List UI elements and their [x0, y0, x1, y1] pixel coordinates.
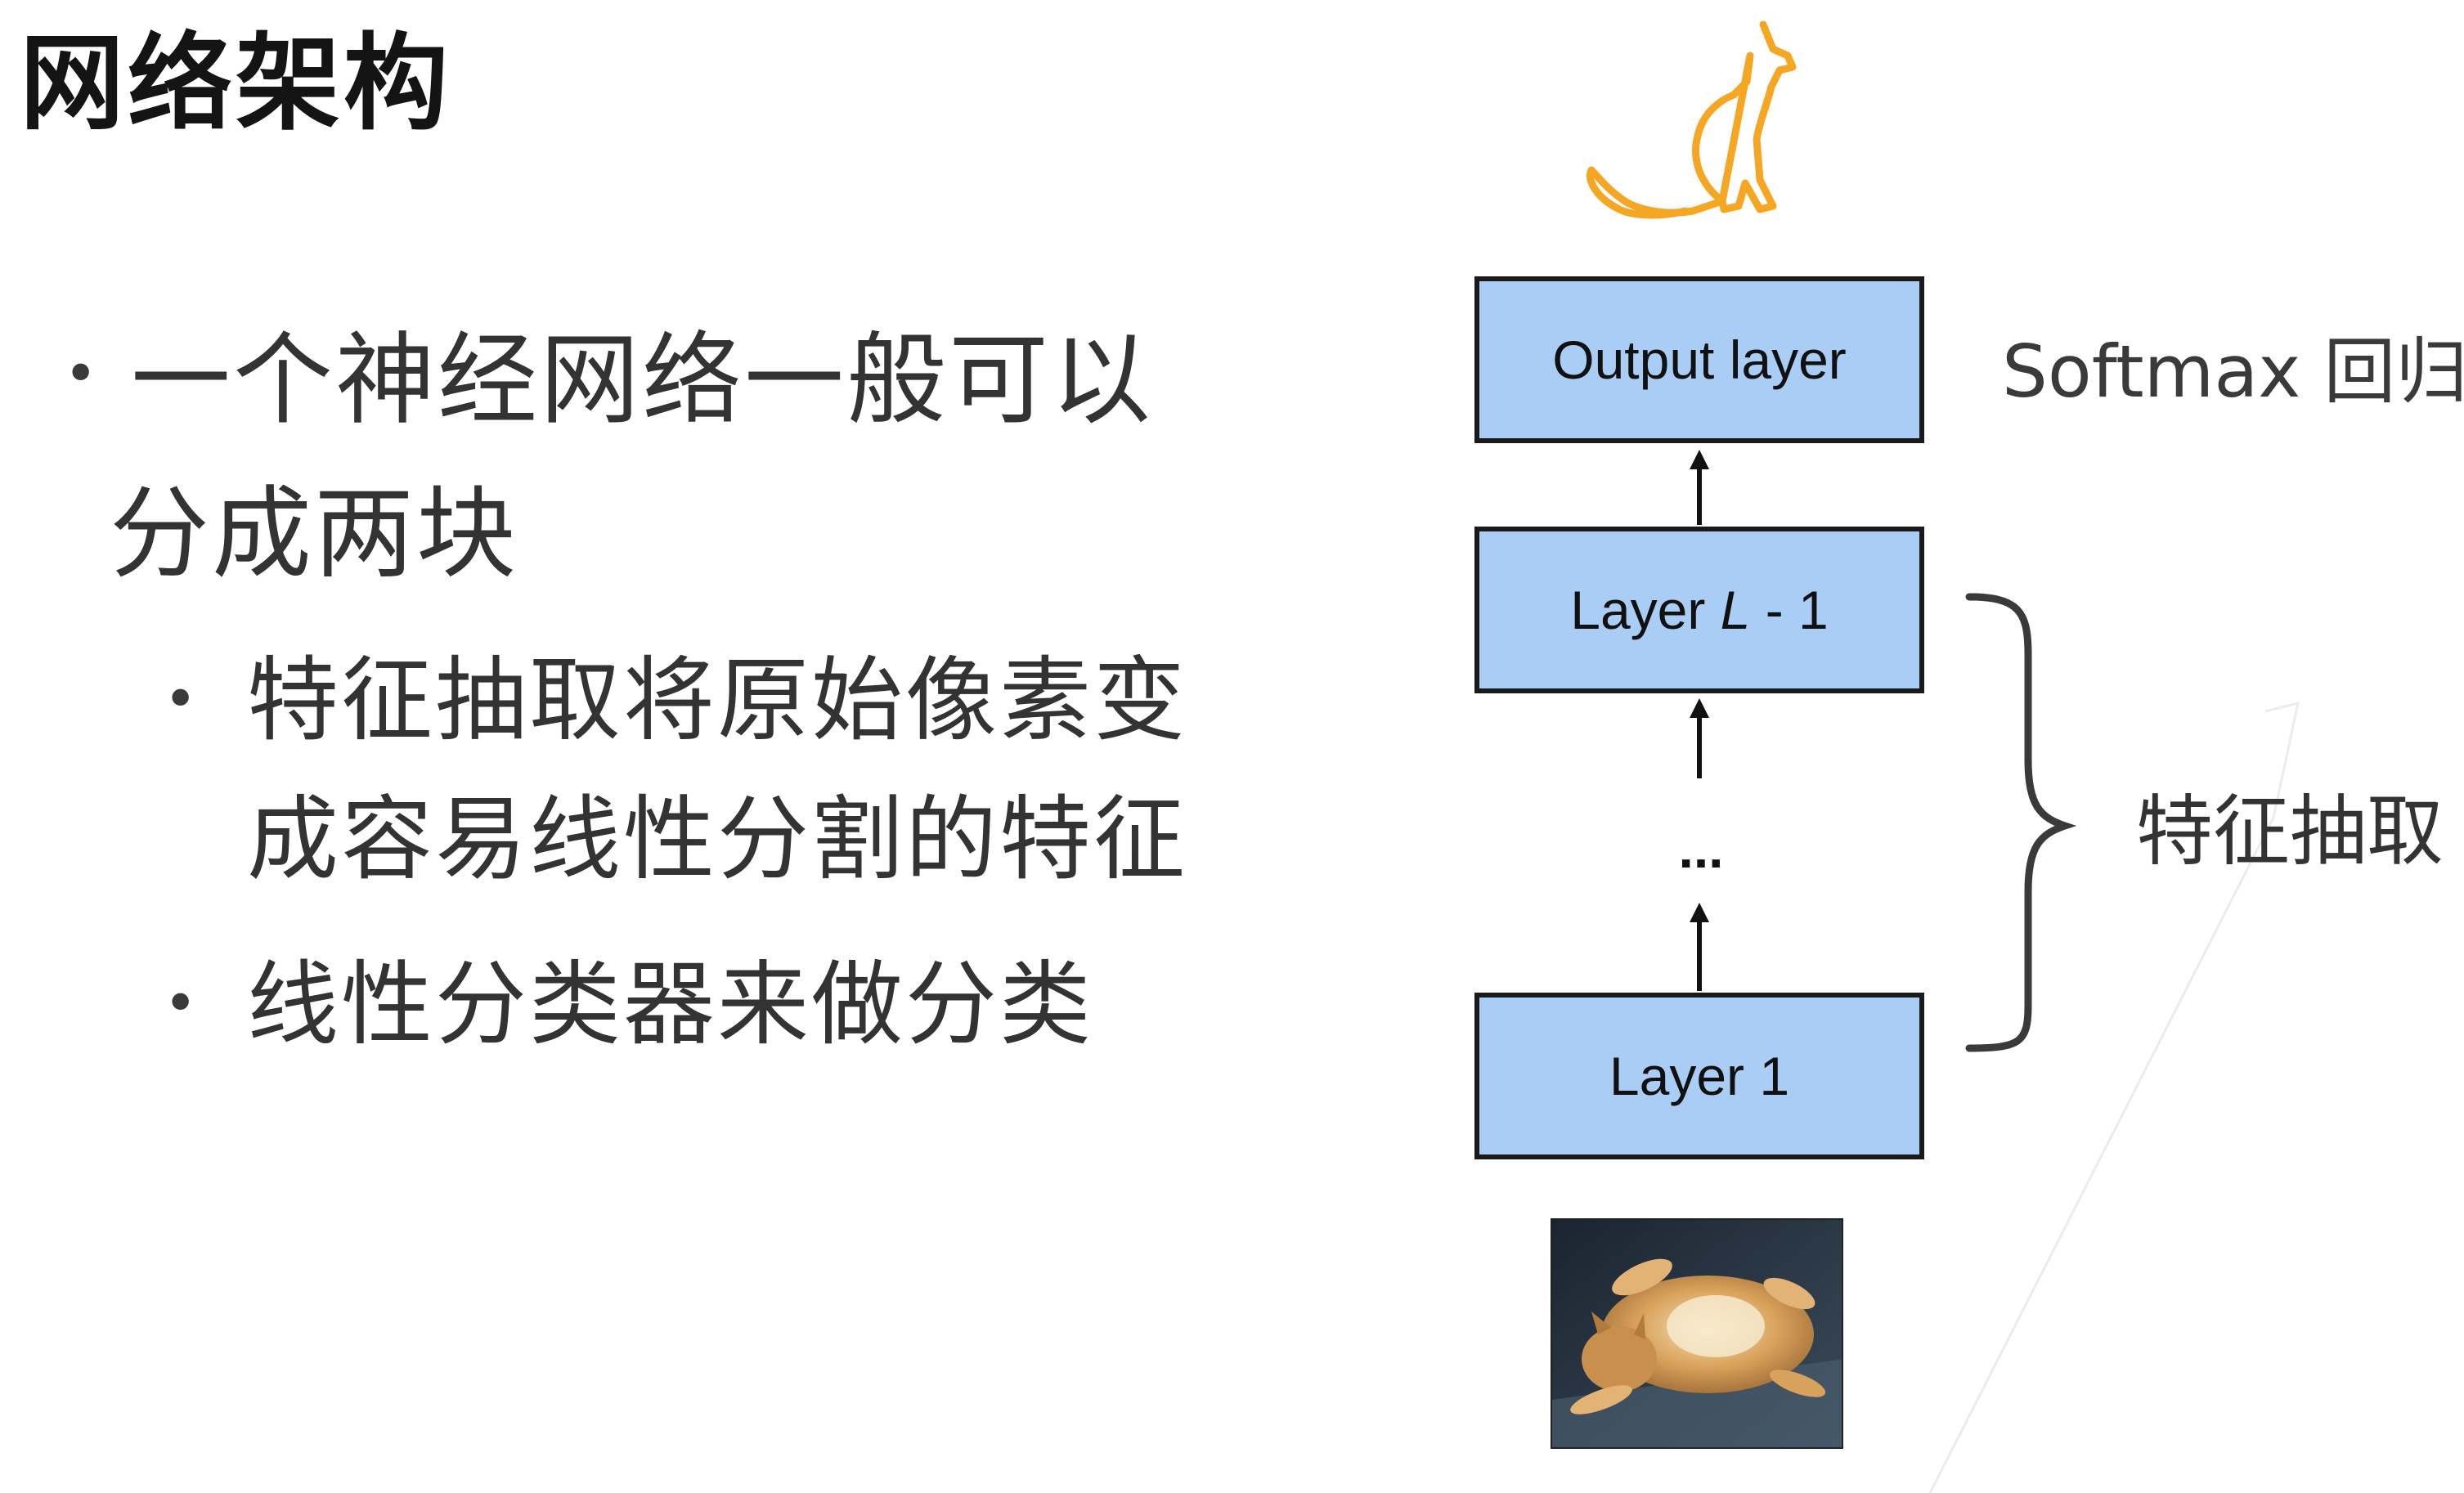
arrow-head-1 — [1690, 903, 1709, 922]
softmax-label: Softmax 回归 — [2002, 330, 2464, 414]
arrow-head-2 — [1690, 698, 1709, 718]
layer-1-label: Layer 1 — [1609, 1046, 1790, 1106]
layer-1-box: Layer 1 — [1474, 993, 1924, 1159]
sub-bullet-text: 线性分类器来做分类 — [247, 952, 1093, 1058]
cat-silhouette-icon — [1587, 20, 1797, 219]
output-layer-box: Output layer — [1474, 276, 1924, 443]
bullet-dot: • — [64, 340, 98, 407]
layer-l-minus-1-box: Layer L - 1 — [1474, 527, 1924, 693]
sub-bullet-dot: • — [164, 970, 198, 1037]
ellipsis: ... — [1678, 818, 1724, 879]
bullet-text-cont: 分成两块 — [110, 476, 518, 592]
decorative-line — [1928, 701, 2300, 1493]
sub-bullet-dot: • — [164, 666, 198, 733]
sub-bullet-text: 特征抽取将原始像素变 — [247, 648, 1187, 754]
feature-brace — [1965, 593, 2077, 1052]
input-cat-photo — [1551, 1218, 1843, 1449]
output-layer-label: Output layer — [1552, 330, 1847, 390]
sub-bullet-text-cont: 成容易线性分割的特征 — [247, 787, 1187, 893]
slide-title: 网络架构 — [20, 23, 452, 145]
layer-l-minus-1-label: Layer L - 1 — [1570, 580, 1829, 640]
arrow-head-3 — [1690, 450, 1709, 469]
feature-extraction-label: 特征抽取 — [2136, 787, 2444, 877]
bullet-text: 一个神经网络一般可以 — [131, 322, 1153, 438]
